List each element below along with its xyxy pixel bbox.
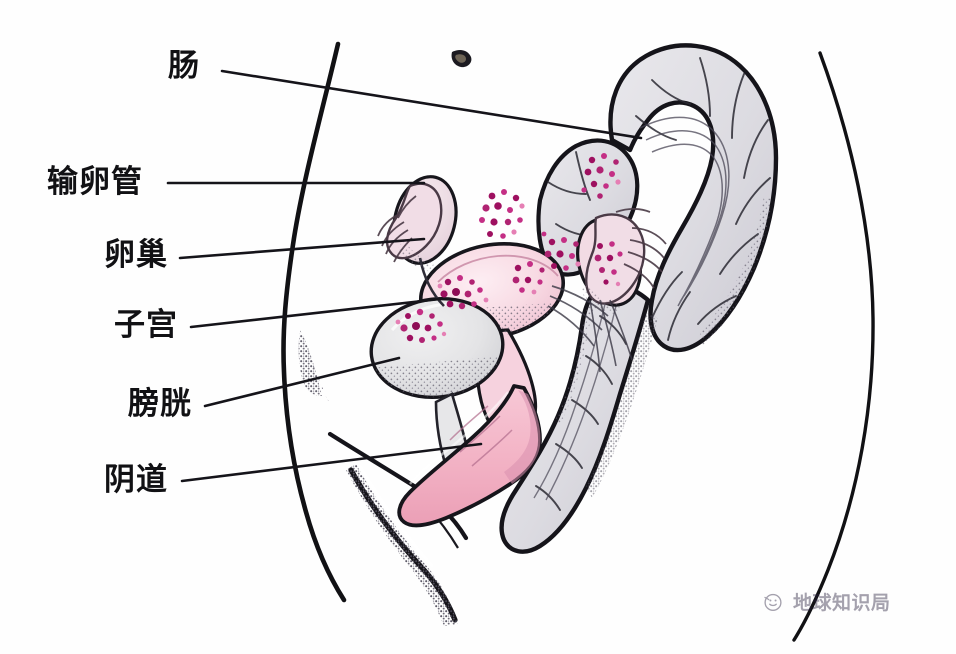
- organ-adnexa-right: [576, 208, 667, 373]
- lesion-cluster-bowel-upper: [581, 153, 621, 199]
- back-contour-right: [792, 51, 875, 642]
- endometriosis-lesions: [395, 153, 623, 343]
- leader-vagina: [180, 442, 483, 483]
- watermark: 地球知识局: [762, 588, 891, 615]
- lesion-cluster-uterus-left: [437, 275, 489, 310]
- uterus-fundus-fold: [437, 254, 559, 283]
- navel-shade-icon: [455, 54, 466, 63]
- leader-bladder: [203, 356, 401, 408]
- label-ovary: 卵巢: [104, 237, 168, 272]
- abdomen-contour-left: [281, 41, 347, 603]
- vagina-rugae: [449, 405, 513, 467]
- ovary-right-shading: [580, 282, 620, 314]
- bowel-haustra: [535, 57, 771, 511]
- fimbriae-right: [615, 208, 667, 289]
- organ-vagina: [397, 384, 542, 528]
- leader-ovary: [178, 237, 426, 260]
- bowel-taenia: [639, 116, 730, 307]
- leader-lines: [166, 69, 643, 483]
- bowel-shading-sigmoid-edge: [586, 312, 658, 498]
- lesion-cluster-uterus-right: [512, 261, 545, 295]
- label-vagina: 阴道: [104, 462, 168, 497]
- perineal-stipple: [346, 464, 458, 626]
- bowel-upper-loop: [608, 43, 779, 353]
- watermark-text: 地球知识局: [793, 593, 891, 614]
- smiley-circle-icon: [764, 593, 782, 611]
- lesion-cluster-free-peritoneum: [479, 189, 525, 239]
- perineal-inner-edge: [358, 464, 434, 568]
- bowel-rectum-striping: [533, 299, 617, 501]
- label-uterus: 子宫: [114, 307, 178, 342]
- body-outline-group: [281, 41, 875, 642]
- leader-intestine: [220, 69, 643, 140]
- label-intestine: 肠: [168, 48, 200, 83]
- label-fallopian-tube: 输卵管: [47, 164, 143, 199]
- lesion-cluster-bladder: [395, 308, 447, 343]
- label-bladder: 膀胱: [128, 386, 192, 421]
- lesion-cluster-bowel-lower: [541, 231, 581, 271]
- bowel-rectum: [499, 282, 651, 554]
- vagina-posterior-wall: [504, 390, 541, 484]
- leader-uterus: [189, 297, 442, 329]
- lesion-cluster-ovary-right: [594, 241, 623, 287]
- bowel-shading-rectum: [556, 288, 604, 426]
- ovary-left-shading: [398, 240, 434, 272]
- bowel-shading-outer: [700, 196, 772, 348]
- organ-bladder: [369, 297, 505, 483]
- pubic-stipple-upper: [298, 330, 322, 396]
